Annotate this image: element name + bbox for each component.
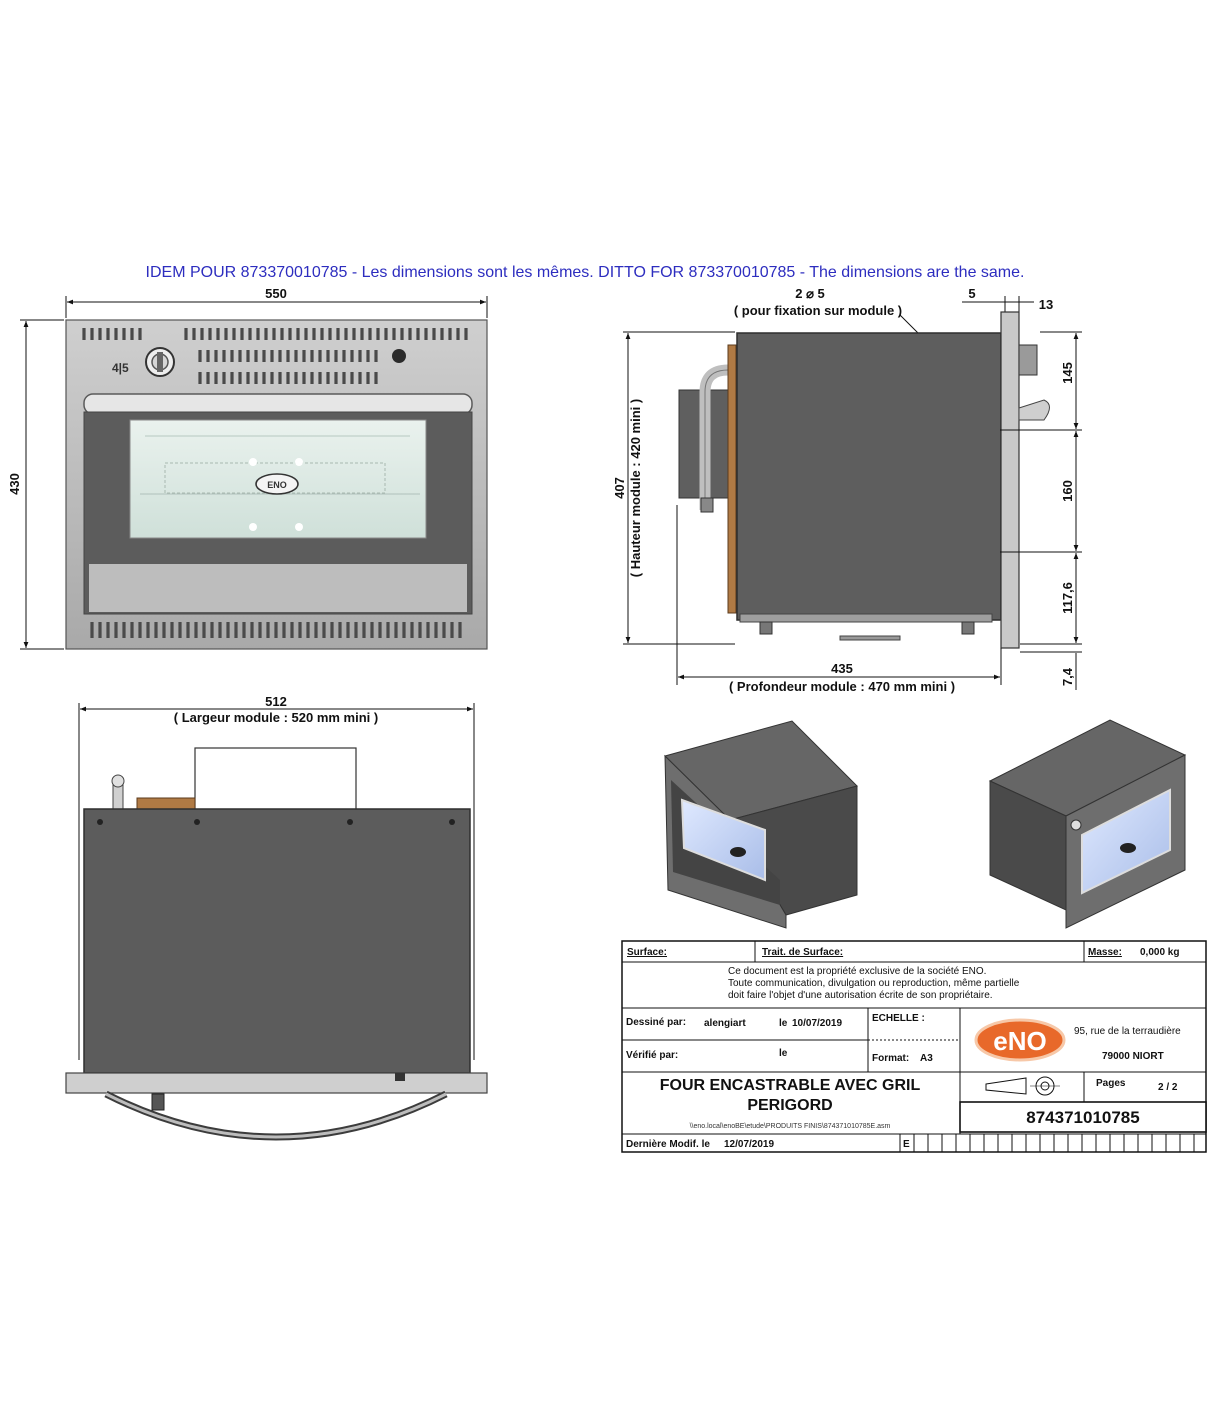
drawn-by-label: Dessiné par: <box>626 1017 686 1028</box>
dim-160-label: 160 <box>1060 480 1075 502</box>
title-block: Surface: Trait. de Surface: Masse: 0,000… <box>621 940 1207 1153</box>
front-height-label: 430 <box>7 473 22 495</box>
surface-label: Surface: <box>627 947 667 958</box>
checked-by-label: Vérifié par: <box>626 1050 678 1061</box>
side-view: 2 ⌀ 5 ( pour fixation sur module ) 5 13 … <box>612 286 1082 694</box>
dimension-notice: IDEM POUR 873370010785 - Les dimensions … <box>145 264 1025 281</box>
dim-7-4-label: 7,4 <box>1060 667 1075 686</box>
side-depth-note: ( Profondeur module : 470 mm mini ) <box>729 679 955 694</box>
revision-letter: E <box>903 1139 910 1150</box>
drawn-date: 10/07/2019 <box>792 1018 842 1029</box>
front-view: 550 430 4|5 <box>7 286 488 650</box>
top-view: 512 ( Largeur module : 520 mm mini ) <box>65 694 488 1141</box>
ownership-line-3: doit faire l'objet d'une autorisation éc… <box>728 990 993 1001</box>
drawing-title-line-2: PERIGORD <box>747 1097 832 1114</box>
company-logo <box>974 1018 1066 1062</box>
top-width-label: 512 <box>265 694 287 709</box>
file-path: \\eno.local\enoBE\etude\PRODUITS FINIS\8… <box>690 1123 891 1130</box>
revision-grid <box>913 1134 1195 1152</box>
dim-145-label: 145 <box>1060 362 1075 384</box>
oven-body-top <box>83 808 471 1074</box>
side-height-label: 407 <box>612 477 627 499</box>
format-value: A3 <box>920 1053 933 1064</box>
side-height-note: ( Hauteur module : 420 mini ) <box>628 399 643 577</box>
dim-117-6-label: 117,6 <box>1060 582 1075 614</box>
front-width-label: 550 <box>265 286 287 301</box>
isometric-view-right <box>988 719 1187 929</box>
holes-label: 2 ⌀ 5 <box>795 286 825 301</box>
ownership-line-2: Toute communication, divulgation ou repr… <box>728 978 1020 989</box>
pages-value: 2 / 2 <box>1158 1082 1178 1093</box>
pages-label: Pages <box>1096 1078 1126 1089</box>
bottom-vents <box>90 622 462 638</box>
last-modified-label: Dernière Modif. le <box>626 1139 710 1150</box>
checked-date-prefix: le <box>779 1048 788 1059</box>
drawing-title-line-1: FOUR ENCASTRABLE AVEC GRIL <box>660 1077 921 1094</box>
last-modified-value: 12/07/2019 <box>724 1139 774 1150</box>
format-label: Format: <box>872 1053 909 1064</box>
holes-note: ( pour fixation sur module ) <box>734 303 902 318</box>
isometric-view-left <box>664 720 858 929</box>
mass-label: Masse: <box>1088 947 1122 958</box>
drawing-reference: 874371010785 <box>1026 1108 1139 1127</box>
dim-13-label: 13 <box>1039 297 1053 312</box>
dim-5-label: 5 <box>968 286 975 301</box>
top-width-note: ( Largeur module : 520 mm mini ) <box>174 710 378 725</box>
address-line-1: 95, rue de la terraudière <box>1074 1026 1181 1037</box>
scale-label: ECHELLE : <box>872 1013 925 1024</box>
address-line-2: 79000 NIORT <box>1102 1051 1164 1062</box>
mass-value: 0,000 kg <box>1140 947 1179 958</box>
door-logo-text: ENO <box>267 480 287 490</box>
side-depth-label: 435 <box>831 661 853 676</box>
company-logo-text: eNO <box>993 1026 1046 1056</box>
top-vents <box>82 328 468 384</box>
knob-marks: 4|5 <box>112 361 129 375</box>
treatment-label: Trait. de Surface: <box>762 947 843 958</box>
oven-body-side <box>736 332 1002 621</box>
drawn-by-value: alengiart <box>704 1018 746 1029</box>
door-handle <box>83 393 473 415</box>
door-logo-badge <box>255 473 299 495</box>
ownership-line-1: Ce document est la propriété exclusive d… <box>728 966 986 977</box>
drawn-date-prefix: le <box>779 1018 788 1029</box>
indicator-light-icon <box>392 349 406 363</box>
projection-symbol-icon <box>985 1077 1027 1095</box>
